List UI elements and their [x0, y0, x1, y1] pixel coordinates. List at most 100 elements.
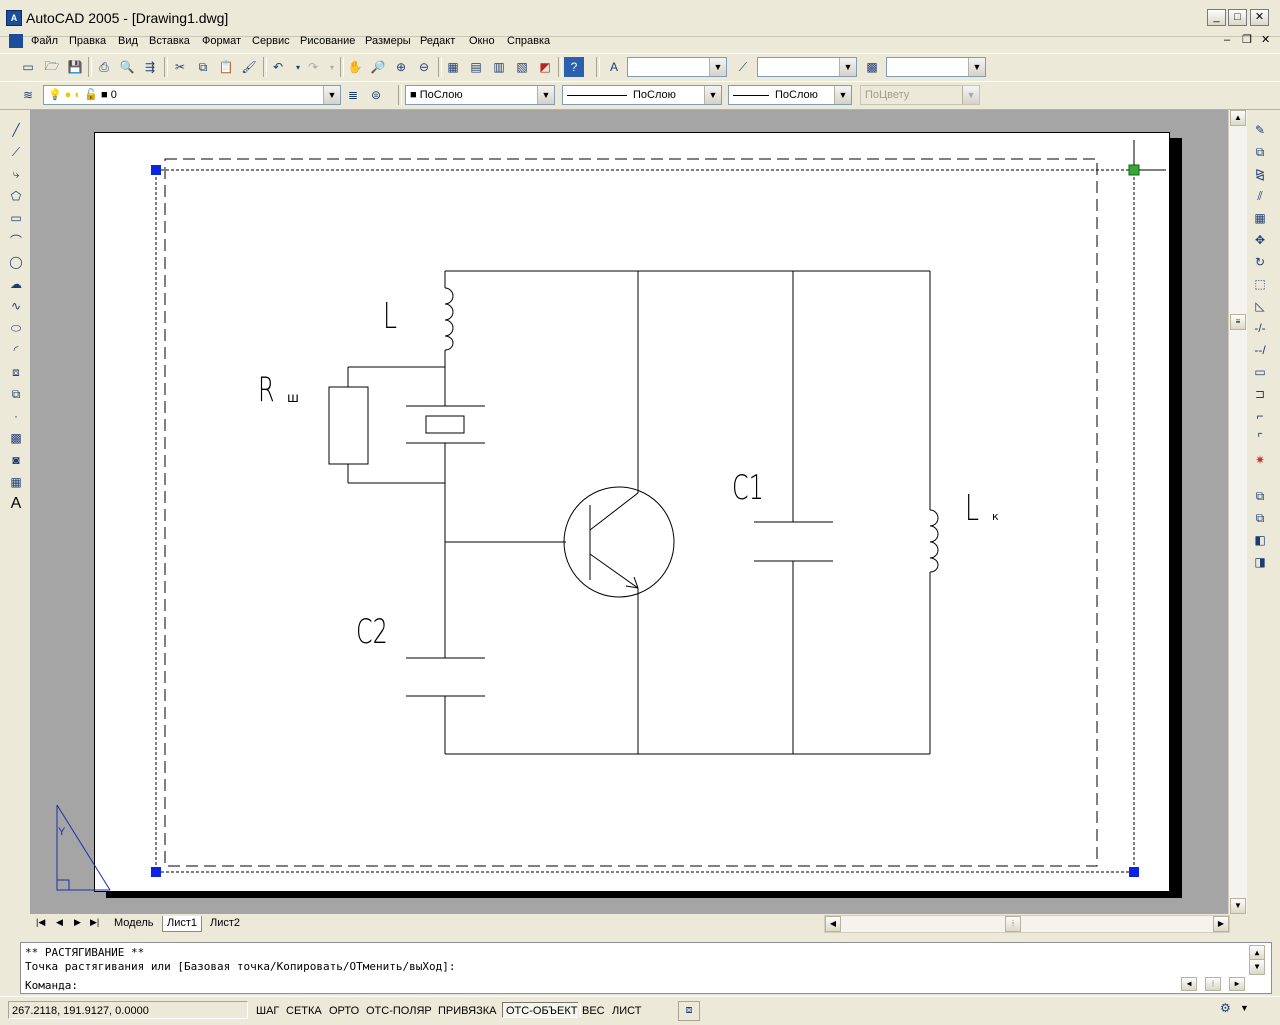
layer-manager-icon[interactable]: ≋	[22, 88, 34, 102]
last-tab-icon[interactable]: ▶|	[90, 917, 100, 927]
break-at-point-icon[interactable]: ▭	[1254, 365, 1266, 379]
doc-close-button[interactable]: ✕	[1261, 34, 1271, 46]
menu-dimension[interactable]: Размеры	[365, 35, 411, 47]
next-tab-icon[interactable]: ▶	[74, 917, 81, 927]
offset-icon[interactable]: ⫽	[1257, 188, 1263, 203]
print-icon[interactable]: ⎙	[99, 59, 109, 74]
region-icon[interactable]: ◙	[12, 453, 20, 467]
maximize-button[interactable]: □	[1228, 9, 1247, 26]
trim-icon[interactable]: -/-	[1254, 321, 1266, 335]
doc-minimize-button[interactable]: –	[1224, 34, 1231, 46]
paste-icon[interactable]: 📋	[218, 60, 234, 74]
lineweight-toggle[interactable]: ВЕС	[578, 1002, 609, 1018]
plotstyle-select[interactable]: ПоЦвету ▼	[860, 85, 980, 105]
prev-tab-icon[interactable]: ◀	[56, 917, 63, 927]
open-file-icon[interactable]: 🗁	[44, 58, 60, 73]
stretch-icon[interactable]: ◺	[1255, 299, 1265, 313]
make-block-icon[interactable]: ⧉	[11, 386, 21, 401]
array-icon[interactable]: ▦	[1254, 211, 1266, 225]
table-style-select[interactable]: ▼	[886, 57, 986, 77]
rectangle-icon[interactable]: ▭	[10, 211, 22, 225]
dim-style-select[interactable]: ▼	[757, 57, 857, 77]
viewport-border[interactable]	[155, 169, 1135, 873]
spline-icon[interactable]: ∿	[10, 299, 22, 313]
menu-insert[interactable]: Вставка	[149, 35, 190, 47]
document-icon[interactable]	[9, 34, 23, 48]
close-button[interactable]: ✕	[1250, 9, 1269, 26]
fillet-icon[interactable]: ⌜	[1257, 431, 1263, 445]
vertical-scroll-thumb[interactable]: ≡	[1230, 314, 1246, 330]
design-center-icon[interactable]: ▤	[470, 60, 482, 74]
redo-icon[interactable]: ↷	[307, 60, 319, 74]
table-icon[interactable]: ▦	[10, 475, 22, 489]
autocad-app-icon[interactable]: A	[6, 10, 22, 26]
make-current-layer-icon[interactable]: ≣	[347, 88, 359, 102]
sheet-set-icon[interactable]: ▧	[516, 60, 528, 74]
zoom-window-icon[interactable]: ⊕	[395, 60, 407, 74]
scroll-right-icon[interactable]: ▶	[1229, 977, 1245, 991]
menu-draw[interactable]: Рисование	[300, 35, 356, 47]
markup-icon[interactable]: ◩	[539, 60, 551, 74]
grid-toggle[interactable]: СЕТКА	[282, 1002, 326, 1018]
draw-order-front-icon[interactable]: ⧉	[1255, 488, 1265, 503]
draw-order-back-icon[interactable]: ⧉	[1255, 510, 1265, 525]
paper-model-toggle[interactable]: ЛИСТ	[608, 1002, 646, 1018]
grip-top-right-active[interactable]	[1128, 164, 1140, 176]
maximize-viewport-icon[interactable]: ⧈	[678, 1001, 700, 1021]
otrack-toggle[interactable]: ОТС-ОБЪЕКТ	[502, 1002, 582, 1018]
coordinates-readout[interactable]: 267.2118, 191.9127, 0.0000	[8, 1001, 248, 1019]
save-icon[interactable]: 💾	[67, 60, 83, 74]
construction-line-icon[interactable]: ⟋	[11, 144, 21, 159]
scroll-up-icon[interactable]: ▲	[1230, 110, 1246, 126]
color-select[interactable]: ■ ПоСлою ▼	[405, 85, 555, 105]
text-style-icon[interactable]: A	[609, 60, 618, 74]
grip-top-left[interactable]	[151, 165, 161, 175]
polar-toggle[interactable]: ОТС-ПОЛЯР	[362, 1002, 436, 1018]
scroll-left-icon[interactable]: ◀	[825, 916, 841, 932]
layer-select[interactable]: 💡 ● ◐ 🔓 ■ 0 ▼	[43, 85, 341, 105]
command-hscrollbar[interactable]: ◀ ⦙ ▶	[1181, 977, 1245, 991]
cut-icon[interactable]: ✂	[174, 60, 186, 74]
text-style-select[interactable]: ▼	[627, 57, 727, 77]
erase-icon[interactable]: ✎	[1254, 123, 1266, 137]
print-preview-icon[interactable]: 🔍	[119, 60, 135, 74]
grip-bottom-left[interactable]	[151, 867, 161, 877]
layout-paper[interactable]	[94, 132, 1170, 892]
match-properties-icon[interactable]: 🖌	[241, 60, 257, 74]
drawing-area[interactable]: L R ш C1 C2 L к Y	[30, 110, 1228, 914]
insert-block-icon[interactable]: ⧈	[12, 364, 20, 379]
schematic-drawing[interactable]	[30, 110, 1228, 914]
ortho-toggle[interactable]: ОРТО	[325, 1002, 364, 1018]
revision-cloud-icon[interactable]: ☁	[10, 277, 22, 291]
menu-view[interactable]: Вид	[118, 35, 138, 47]
scroll-left-icon[interactable]: ◀	[1181, 977, 1197, 991]
undo-dropdown-icon[interactable]: ▾	[295, 62, 300, 72]
point-icon[interactable]: ·	[14, 409, 18, 423]
new-file-icon[interactable]: ▭	[22, 60, 34, 74]
circle-icon[interactable]: ◯	[9, 255, 23, 269]
draw-order-above-icon[interactable]: ◧	[1254, 533, 1266, 547]
status-menu-icon[interactable]: ▼	[1240, 1003, 1249, 1013]
osnap-toggle[interactable]: ПРИВЯЗКА	[434, 1002, 501, 1018]
help-icon[interactable]: ?	[564, 57, 584, 77]
menu-edit[interactable]: Правка	[69, 35, 107, 47]
command-line-window[interactable]: ** РАСТЯГИВАНИЕ ** Точка растягивания ил…	[20, 942, 1272, 994]
zoom-realtime-icon[interactable]: 🔎	[370, 60, 386, 74]
tool-palettes-icon[interactable]: ▥	[493, 60, 505, 74]
scroll-down-icon[interactable]: ▼	[1249, 959, 1265, 975]
publish-icon[interactable]: ⇶	[144, 60, 156, 74]
copy-object-icon[interactable]: ⧉	[1255, 144, 1265, 159]
minimize-button[interactable]: _	[1207, 9, 1226, 26]
line-icon[interactable]: ╱	[12, 123, 20, 137]
scale-icon[interactable]: ⬚	[1254, 277, 1266, 291]
menu-format[interactable]: Формат	[202, 35, 242, 47]
horizontal-scrollbar[interactable]: ◀ ⦙ ▶	[824, 915, 1230, 933]
multiline-text-icon[interactable]: A	[10, 495, 22, 512]
tab-layout1-active[interactable]: Лист1	[162, 916, 203, 932]
linetype-select[interactable]: ПоСлою ▼	[562, 85, 722, 105]
grip-bottom-right[interactable]	[1129, 867, 1139, 877]
polyline-icon[interactable]: ⤷	[12, 166, 20, 181]
doc-restore-button[interactable]: ❐	[1242, 34, 1252, 46]
move-icon[interactable]: ✥	[1254, 233, 1266, 247]
horizontal-scroll-thumb[interactable]: ⦙	[1005, 916, 1021, 932]
